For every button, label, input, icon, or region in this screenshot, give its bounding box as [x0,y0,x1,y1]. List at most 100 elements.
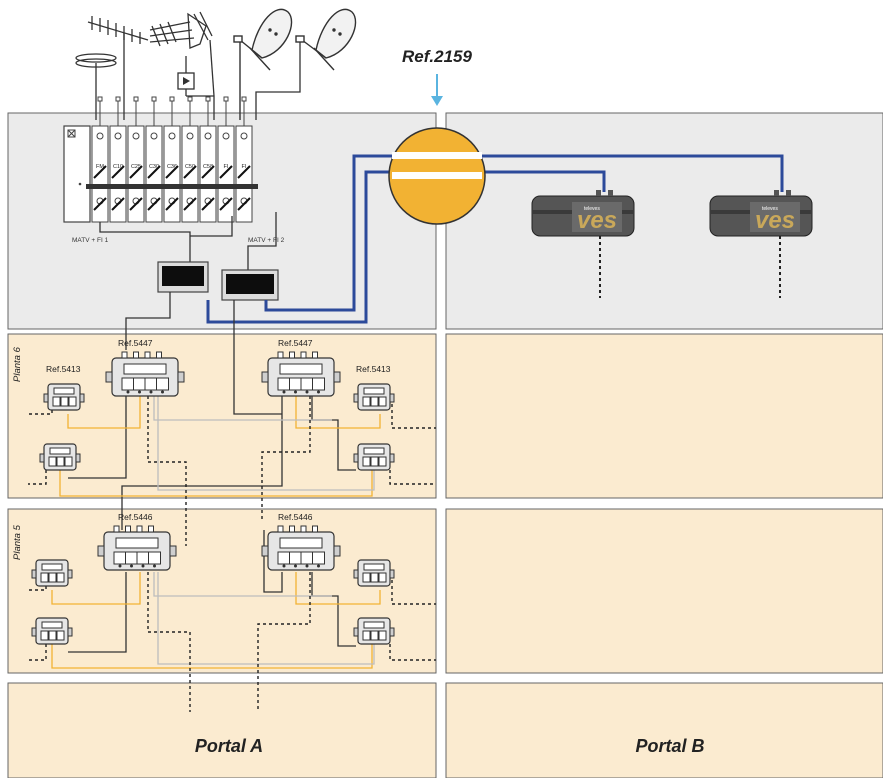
branch-cable [68,396,127,479]
floor-6-label: Planta 6 [12,346,23,382]
ref-label: Ref.5447 [278,338,313,348]
branch-cable [68,572,127,653]
ground-portal-b [445,682,883,779]
module-label: C25 [131,164,141,170]
cable-orange [67,396,141,429]
ref-2159-title: Ref.2159 [402,47,472,66]
cable-orange [51,572,141,605]
multiswitch-icon [261,351,341,397]
cable-gray [157,572,375,665]
amplifier-module: C30 [145,96,163,223]
ref-label: Ref.5413 [356,364,391,374]
cable-orange [295,396,381,429]
yagi-antenna-icon [87,16,149,120]
ves-amplifier-portal-b-1: ves televes [531,190,635,237]
cable-orange [51,644,373,669]
outlet-dotted [28,470,47,485]
matv-fi1-label: MATV + FI 1 [72,237,109,244]
multiswitch-icon [261,525,341,571]
riser-cable [121,396,283,530]
ref-label: Ref.5447 [118,338,153,348]
ground-portal-a [7,682,437,779]
headend-room-b [445,112,883,330]
ref-label: Ref.5446 [118,512,153,522]
amplifier-module: C25 [127,96,145,223]
floor-5-label: Planta 5 [12,524,23,560]
output-line [99,222,191,264]
derivator-outlet-icon [31,617,73,645]
riser-dotted [261,396,311,520]
derivator-outlet-icon [353,443,395,471]
amplifier-module: C58 [199,96,217,223]
ref-label: Ref.5413 [46,364,81,374]
outlet-dotted [389,470,436,485]
satellite-dish-icon [295,8,357,71]
satellite-dish-icon [233,8,293,120]
headend-bus-bar [86,184,258,189]
coax-cable-blue [264,154,400,312]
riser-dotted [257,572,311,712]
derivator-outlet-icon [31,559,73,587]
ves-logo: ves [755,207,795,234]
multiswitch-master-1 [157,261,209,293]
coax-cable-blue [206,170,400,324]
outlet-dotted [391,404,436,429]
module-label: C10 [113,164,123,170]
multiswitch-icon [105,351,185,397]
ves-amplifier-portal-b-2: ves televes [709,190,813,237]
cable-orange [295,572,381,605]
coax-cable-blue [480,154,784,192]
cable-gray [157,396,375,491]
cable-orange [59,470,373,497]
derivator-outlet-icon [353,617,395,645]
televes-logo: televes [584,206,600,212]
amplifier-module: C36 [163,96,181,223]
televes-logo: televes [762,206,778,212]
floor-6-portal-a [7,333,437,499]
sat-cable-2 [255,42,301,120]
cable-gray [153,396,332,421]
amplifier-module: FM [91,96,109,223]
derivator-outlet-icon [353,383,395,411]
outlet-dotted [28,404,53,415]
matv-fi2-label: MATV + FI 2 [248,237,285,244]
amplifier-module: FI [217,96,235,223]
output-line [190,216,233,237]
uhf-antenna-icon [149,11,215,120]
riser-dotted [147,572,191,712]
branch-cable [311,396,356,471]
module-label: C50 [185,164,195,170]
amplifier-module: C50 [181,96,199,223]
amplifier-module: C10 [109,96,127,223]
module-label: C58 [203,164,213,170]
portal-b-label: Portal B [635,736,704,756]
riser-dotted [147,396,187,546]
floor-5-portal-b [445,508,883,674]
module-label: C30 [149,164,159,170]
pointer-arrow-head [431,96,443,106]
amplifier-module: FI [235,96,253,223]
ref-2159-device [388,127,486,225]
floor-5-portal-a [7,508,437,674]
outlet-dotted [391,580,436,605]
preamplifier-icon [177,56,214,97]
module-label: FM [96,164,104,170]
cable-gray [153,572,332,597]
fm-antenna-icon [75,53,117,120]
output-line [247,212,277,272]
multiswitch-icon [97,525,177,571]
ves-logo: ves [577,207,617,234]
portal-a-label: Portal A [195,736,263,756]
branch-cable [311,572,356,647]
derivator-outlet-icon [43,383,85,411]
derivator-outlet-icon [353,559,395,587]
floor-devices [31,351,395,645]
coax-cable-blue [480,170,606,192]
headend-rack [63,125,91,223]
riser-cable [233,300,282,415]
module-label: FI [224,164,229,170]
branch-cable [263,530,283,593]
